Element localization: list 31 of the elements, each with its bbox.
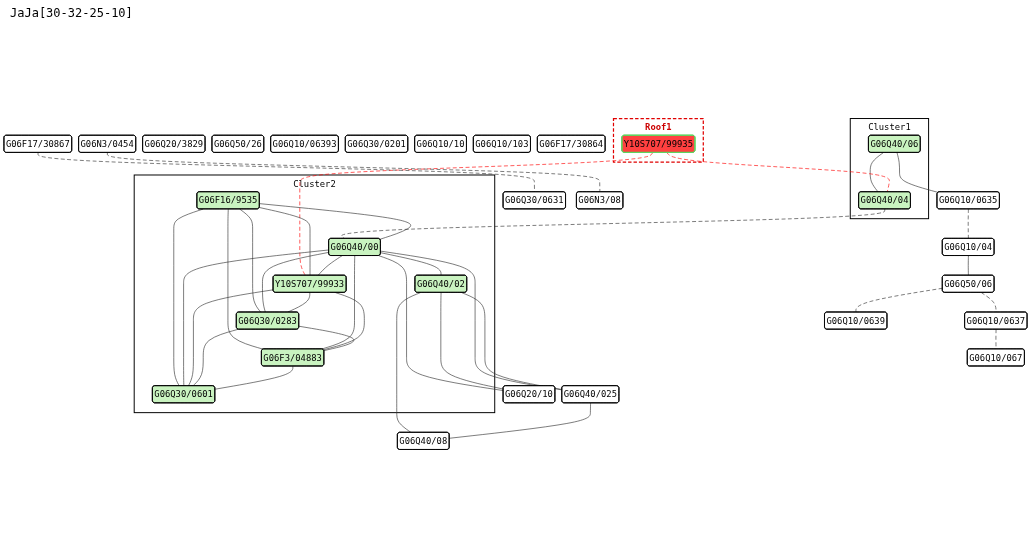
connector <box>298 325 355 351</box>
connector <box>214 365 294 390</box>
connector <box>259 207 311 276</box>
connector <box>262 252 330 313</box>
connector <box>227 208 264 350</box>
connector <box>896 152 939 193</box>
connector <box>967 208 969 239</box>
connector <box>323 292 365 351</box>
connector <box>299 152 654 276</box>
connector <box>317 255 343 276</box>
connector <box>188 289 274 387</box>
connector <box>239 208 262 313</box>
connector <box>869 152 884 193</box>
connector <box>396 292 421 433</box>
connector <box>380 252 442 276</box>
connector <box>449 402 591 439</box>
connector <box>967 255 969 276</box>
connector <box>341 208 886 239</box>
connector <box>173 208 204 387</box>
connector <box>378 255 504 391</box>
connector <box>192 328 239 387</box>
connector <box>461 292 563 390</box>
connector <box>183 249 330 387</box>
connector <box>321 255 356 350</box>
connector <box>995 329 997 350</box>
connector <box>259 203 412 240</box>
graph-label: JaJa[30-32-25-10] <box>10 6 133 20</box>
connector <box>440 292 504 390</box>
connector <box>666 152 890 193</box>
connector <box>855 287 943 313</box>
connector <box>380 250 563 391</box>
